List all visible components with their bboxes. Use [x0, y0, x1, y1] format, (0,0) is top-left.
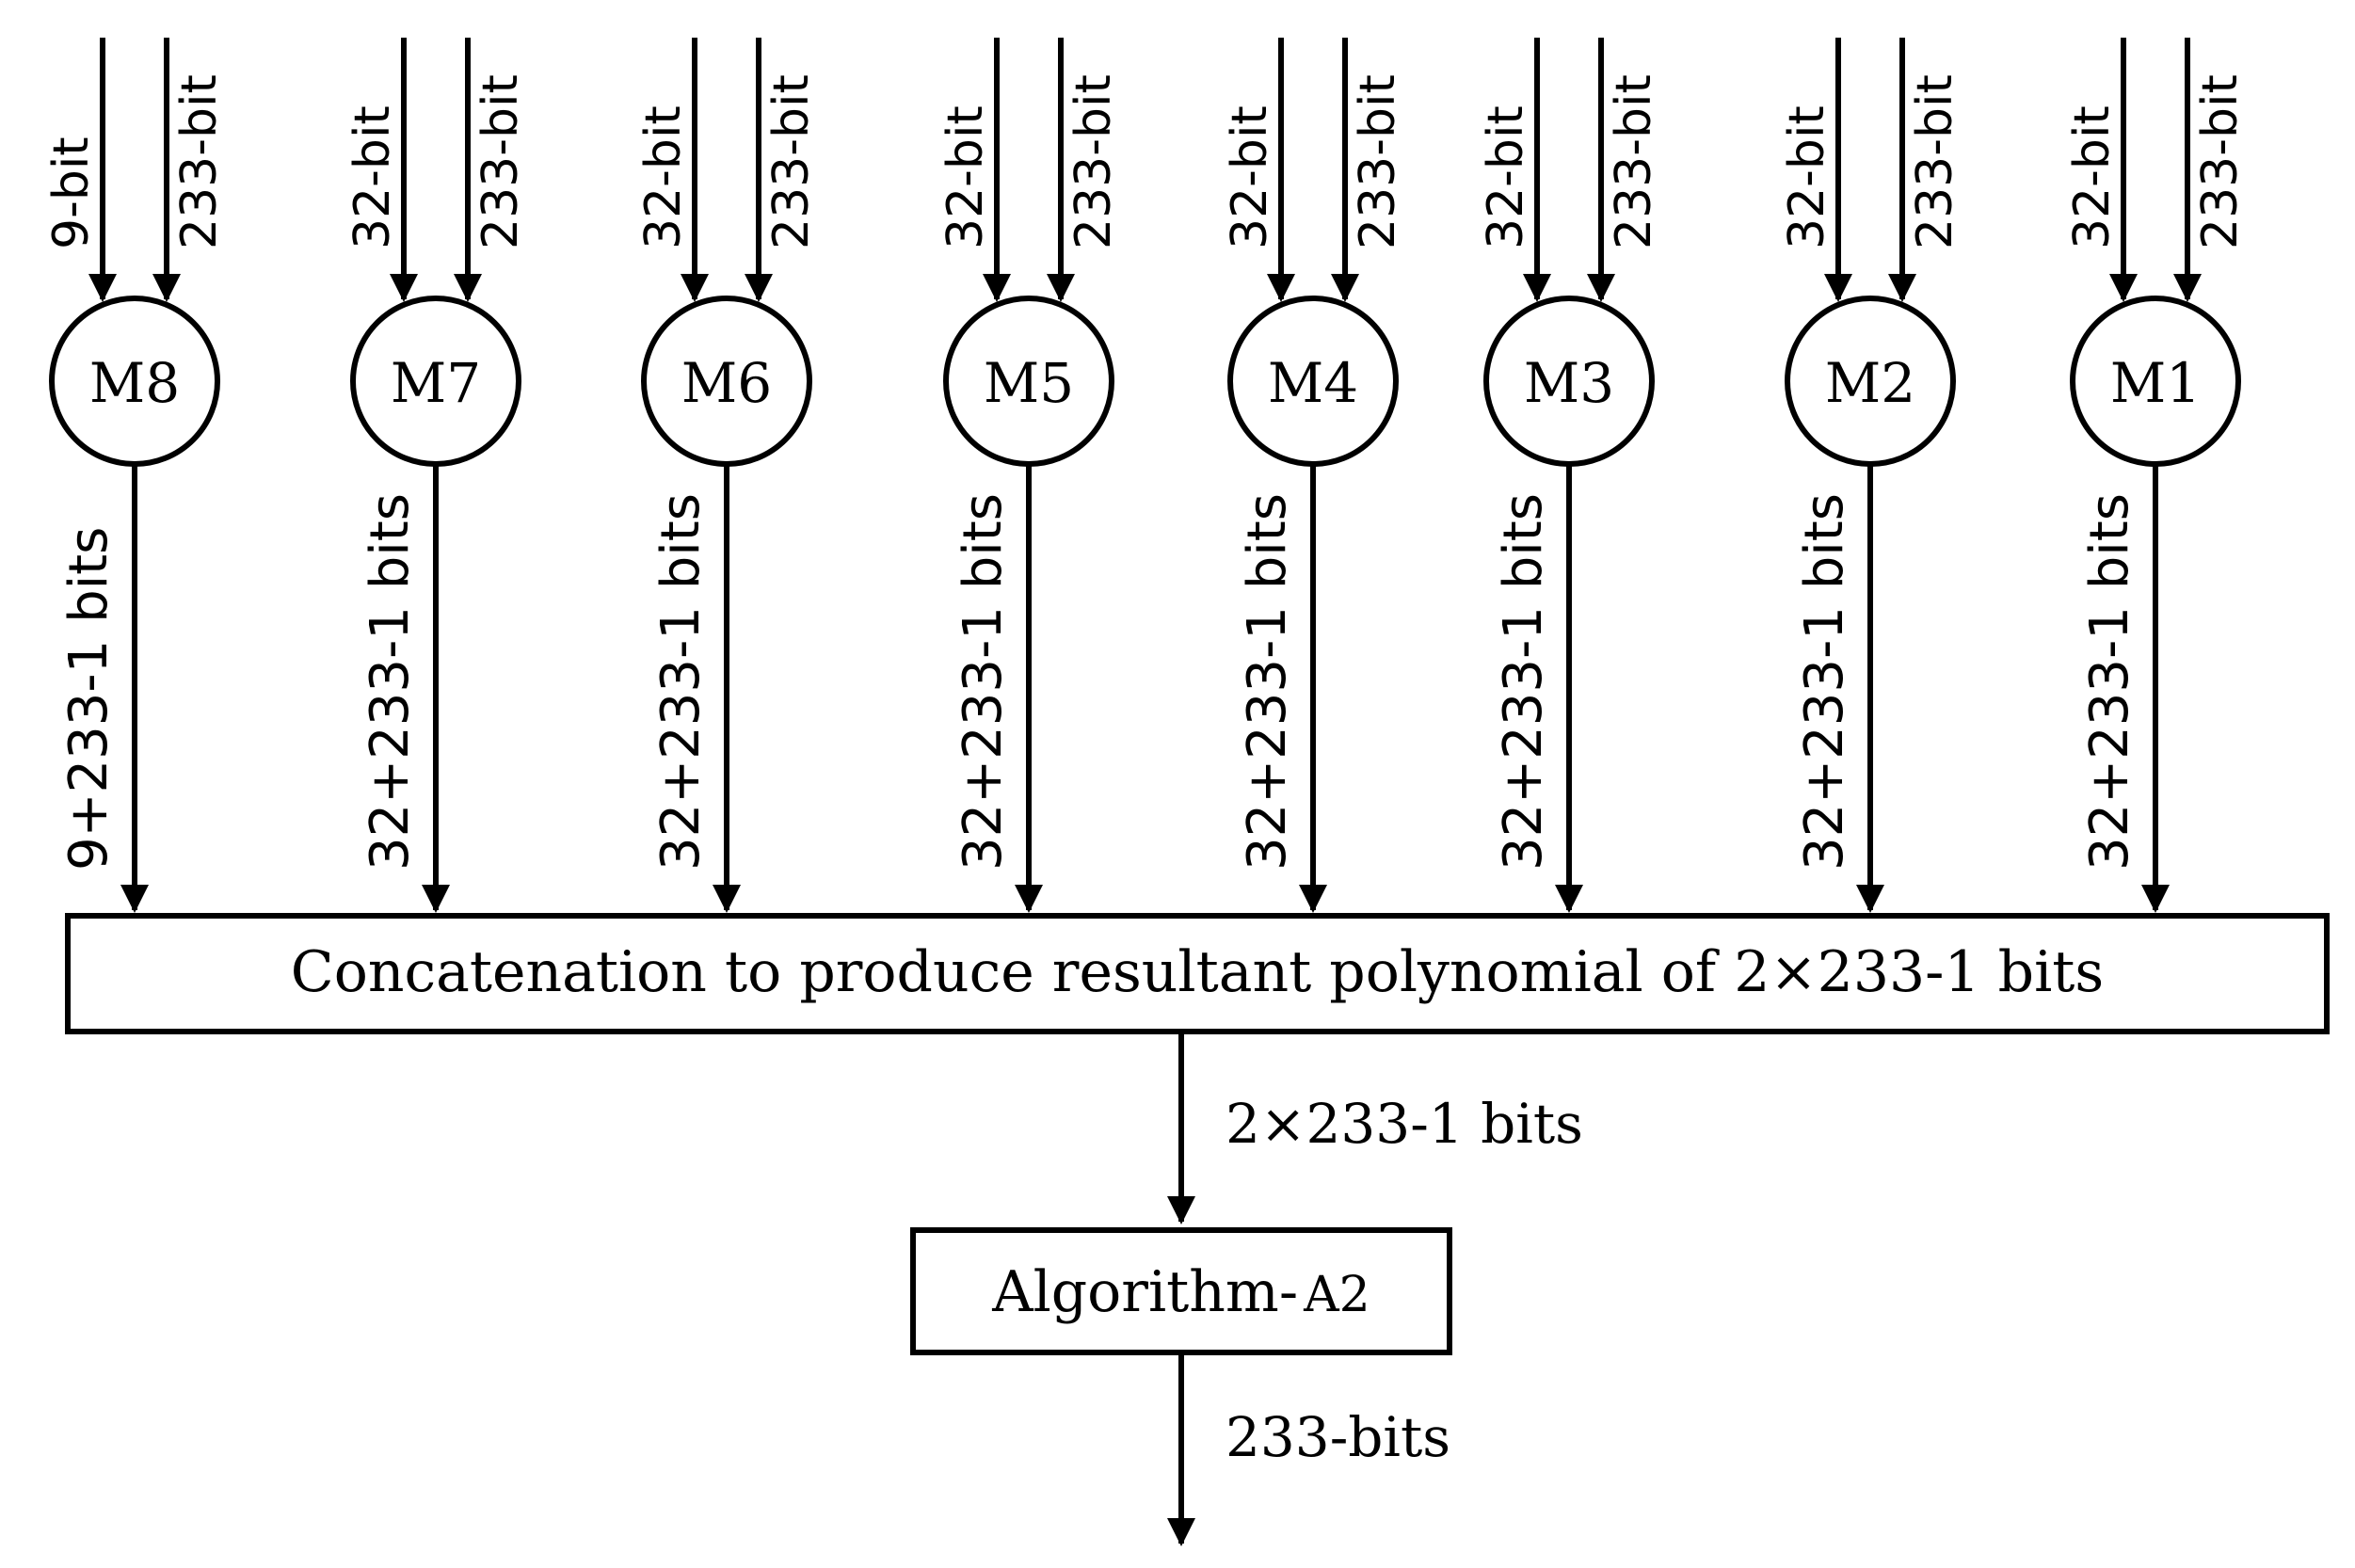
algorithm-label-suffix: A2 [1303, 1267, 1370, 1323]
input-b-label: 233-bit [1065, 74, 1122, 249]
input-a-label: 32-bit [1222, 105, 1278, 249]
output-label: 9+233-1 bits [58, 527, 120, 871]
input-b-label: 233-bit [1907, 74, 1963, 249]
algorithm-box-label: Algorithm-A2 [991, 1259, 1370, 1325]
input-b-label: 233-bit [473, 74, 529, 249]
output-label: 32+233-1 bits [650, 493, 712, 871]
algorithm-label-main: Algorithm- [991, 1259, 1298, 1325]
input-b-label: 233-bit [2192, 74, 2249, 249]
input-a-label: 32-bit [937, 105, 994, 249]
input-a-label: 9-bit [43, 136, 100, 249]
input-a-label: 32-bit [2064, 105, 2121, 249]
input-b-label: 233-bit [1606, 74, 1662, 249]
input-a-label: 32-bit [635, 105, 692, 249]
output-label: 32+233-1 bits [1493, 493, 1554, 871]
multiplier-label: M1 [2110, 351, 2201, 415]
input-a-label: 32-bit [1779, 105, 1835, 249]
output-label: 32+233-1 bits [360, 493, 421, 871]
multiplier-label: M2 [1825, 351, 1915, 415]
input-b-label: 233-bit [171, 74, 228, 249]
concat-output-label: 2×233-1 bits [1226, 1092, 1583, 1156]
final-output-label: 233-bits [1226, 1405, 1450, 1469]
input-b-label: 233-bit [763, 74, 820, 249]
output-label: 32+233-1 bits [2079, 493, 2140, 871]
output-label: 32+233-1 bits [1794, 493, 1855, 871]
concatenation-box [65, 913, 2330, 1034]
input-a-label: 32-bit [344, 105, 401, 249]
input-a-label: 32-bit [1478, 105, 1534, 249]
multiplier-label: M7 [391, 351, 481, 415]
multiplier-label: M4 [1268, 351, 1358, 415]
output-label: 32+233-1 bits [1237, 493, 1298, 871]
concatenation-box-label: Concatenation to produce resultant polyn… [291, 939, 2104, 1005]
multiplier-label: M8 [89, 351, 180, 415]
multiplier-label: M3 [1524, 351, 1614, 415]
output-label: 32+233-1 bits [953, 493, 1014, 871]
multiplier-label: M5 [984, 351, 1074, 415]
multiplier-label: M6 [681, 351, 772, 415]
input-b-label: 233-bit [1350, 74, 1406, 249]
